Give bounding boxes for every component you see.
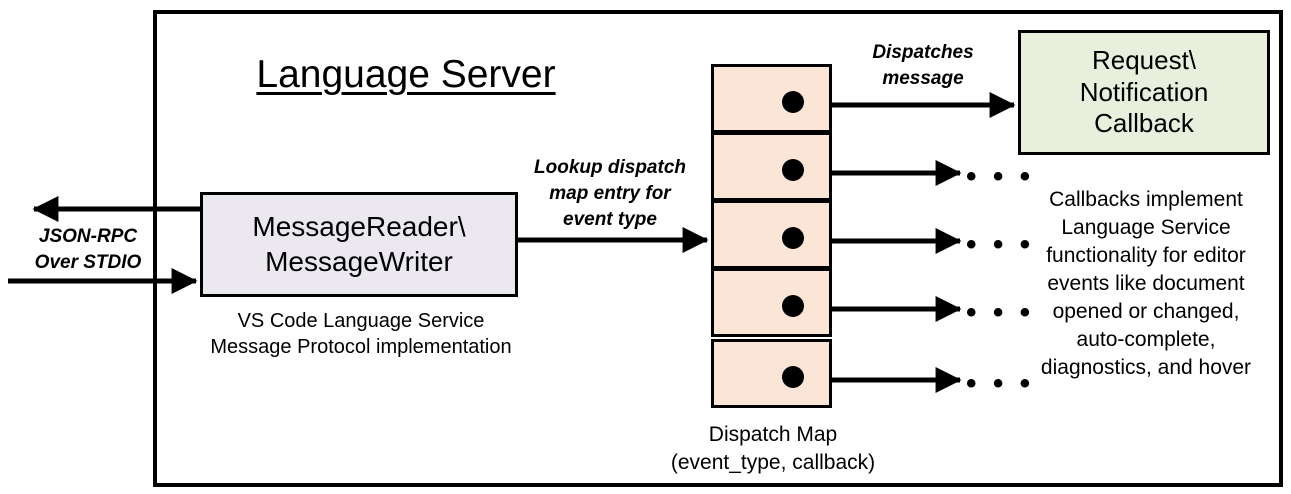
message-reader-writer-label: MessageReader\ MessageWriter: [252, 211, 466, 277]
dispatch-map-caption: Dispatch Map (event_type, callback): [670, 423, 876, 474]
dispatch-map-entry-dot: [782, 159, 804, 181]
dispatch-row-5-ellipsis: • • •: [966, 367, 1035, 400]
dispatch-map-row[interactable]: [711, 132, 832, 201]
dispatch-map-entry-dot: [782, 91, 804, 113]
dispatch-row-3-ellipsis: • • •: [966, 228, 1035, 261]
dispatch-map-row[interactable]: [711, 339, 832, 408]
dispatch-map-row[interactable]: [711, 200, 832, 269]
request-notification-callback-label: Request\ Notification Callback: [1079, 44, 1209, 139]
lookup-dispatch-label: Lookup dispatch map entry for event type: [534, 157, 686, 230]
language-server-boundary: [153, 10, 1283, 487]
dispatch-row-4-ellipsis: • • •: [966, 296, 1035, 329]
callback-description-caption: Callbacks implement Language Service fun…: [1040, 188, 1252, 379]
message-reader-writer-box[interactable]: MessageReader\ MessageWriter: [200, 192, 518, 297]
jsonrpc-stdio-label: JSON-RPC Over STDIO: [34, 226, 142, 273]
dispatch-row-2-ellipsis: • • •: [966, 160, 1035, 193]
page-title: Language Server: [256, 53, 556, 96]
request-notification-callback-box[interactable]: Request\ Notification Callback: [1018, 30, 1270, 155]
dispatch-map-entry-dot: [782, 366, 804, 388]
dispatch-map-entry-dot: [782, 295, 804, 317]
dispatch-map-table[interactable]: [711, 64, 832, 408]
dispatches-message-label: Dispatches message: [872, 42, 974, 89]
dispatch-map-entry-dot: [782, 227, 804, 249]
dispatch-map-row[interactable]: [711, 64, 832, 133]
message-reader-writer-caption: VS Code Language Service Message Protoco…: [210, 310, 512, 359]
dispatch-map-row[interactable]: [711, 268, 832, 337]
